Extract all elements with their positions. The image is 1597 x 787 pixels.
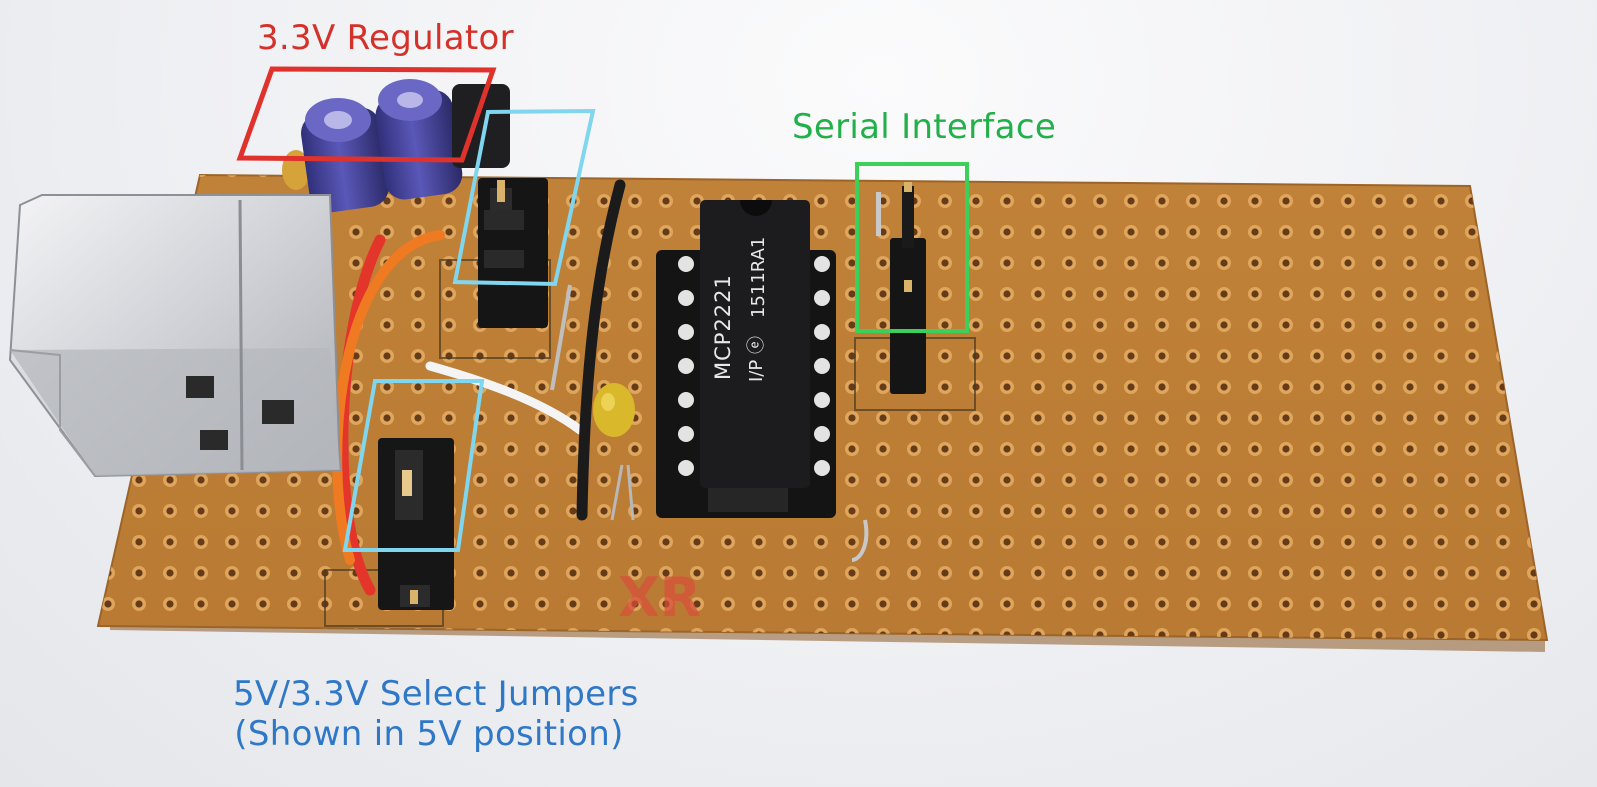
lower-jumper-highlight-box bbox=[342, 379, 485, 552]
regulator-highlight-box bbox=[236, 66, 497, 163]
ic-chip: MCP2221 I/P ⓔ 1511RA1 bbox=[700, 200, 810, 488]
jumper-select-label: 5V/3.3V Select Jumpers (Shown in 5V posi… bbox=[233, 674, 639, 754]
svg-text:1511RA1: 1511RA1 bbox=[748, 237, 769, 318]
svg-text:MCP2221: MCP2221 bbox=[711, 274, 735, 380]
svg-text:I/P ⓔ: I/P ⓔ bbox=[746, 336, 767, 382]
serial-header bbox=[876, 182, 926, 394]
upper-jumper bbox=[478, 178, 548, 328]
jumper-select-label-line2: (Shown in 5V position) bbox=[234, 714, 624, 754]
regulator-label: 3.3V Regulator bbox=[257, 18, 514, 58]
usb-connector bbox=[8, 194, 342, 478]
jumper-select-label-line1: 5V/3.3V Select Jumpers bbox=[233, 674, 639, 714]
serial-highlight-box bbox=[855, 162, 969, 333]
lower-jumper bbox=[378, 438, 454, 610]
serial-interface-label: Serial Interface bbox=[792, 107, 1057, 147]
board-marking: XR bbox=[618, 566, 701, 629]
ceramic-capacitor bbox=[593, 383, 635, 437]
upper-jumper-highlight-box bbox=[452, 108, 596, 287]
